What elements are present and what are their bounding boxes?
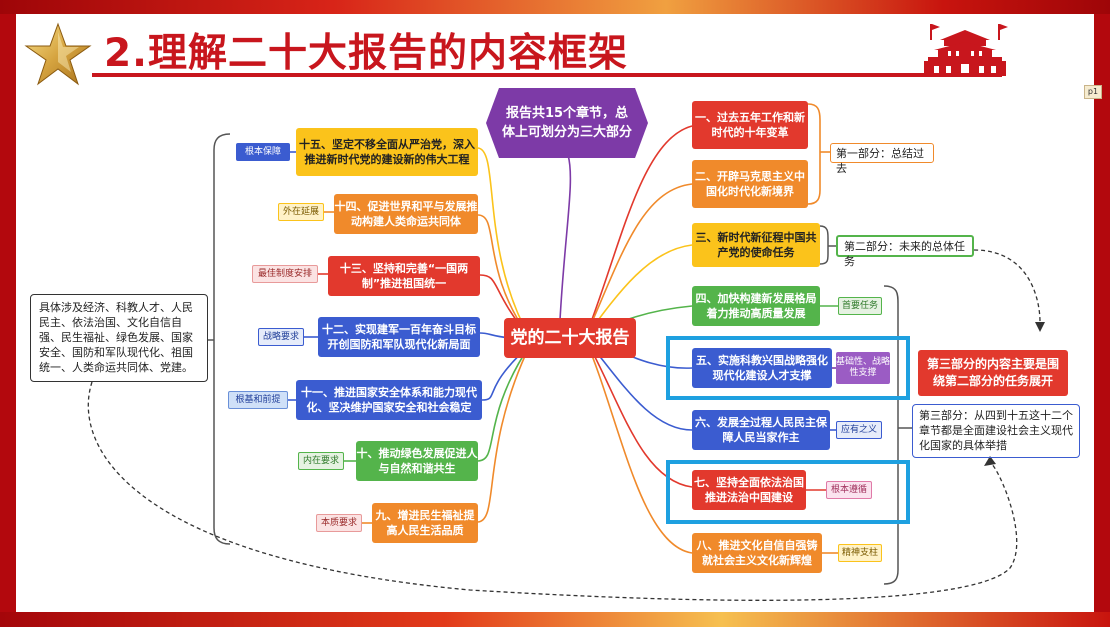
part-1-label: 第一部分：总结过去 xyxy=(830,143,934,175)
tag-4: 首要任务 xyxy=(838,297,882,315)
center-node: 党的二十大报告 xyxy=(504,318,636,358)
title-underline xyxy=(92,73,1002,77)
tag-7: 根本遵循 xyxy=(826,481,872,499)
tag-8: 精神支柱 xyxy=(838,544,882,562)
highlight-box-chapter-7 xyxy=(666,460,910,524)
top-frame-band xyxy=(0,0,1110,14)
chapter-1: 一、过去五年工作和新时代的十年变革 xyxy=(692,101,808,149)
tag-6: 应有之义 xyxy=(836,421,882,439)
tag-14: 外在延展 xyxy=(278,203,324,221)
tag-5: 基础性、战略性支撑 xyxy=(836,352,890,384)
chapter-10: 十、推动绿色发展促进人与自然和谐共生 xyxy=(356,441,478,481)
star-icon xyxy=(24,22,92,86)
chapter-15: 十五、坚定不移全面从严治党，深入推进新时代党的建设新的伟大工程 xyxy=(296,128,478,176)
chapter-6: 六、发展全过程人民民主保障人民当家作主 xyxy=(692,410,830,450)
part-3-main: 第三部分的内容主要是围绕第二部分的任务展开 xyxy=(918,350,1068,396)
chapter-2: 二、开辟马克思主义中国化时代化新境界 xyxy=(692,160,808,208)
tag-12: 战略要求 xyxy=(258,328,304,346)
tiananmen-icon xyxy=(924,24,1008,76)
tag-15: 根本保障 xyxy=(236,143,290,161)
chapter-7: 七、坚持全面依法治国推进法治中国建设 xyxy=(692,470,806,510)
chapter-8: 八、推进文化自信自强铸就社会主义文化新辉煌 xyxy=(692,533,822,573)
slide-title: 2.理解二十大报告的内容框架 xyxy=(104,31,628,76)
chapter-14: 十四、促进世界和平与发展推动构建人类命运共同体 xyxy=(334,194,478,234)
chapter-4: 四、加快构建新发展格局着力推动高质量发展 xyxy=(692,286,820,326)
part-2-label: 第二部分：未来的总体任务 xyxy=(836,235,974,268)
highlight-box-chapter-5 xyxy=(666,336,910,400)
tag-13: 最佳制度安排 xyxy=(252,265,318,283)
chapter-11: 十一、推进国家安全体系和能力现代化、坚决维护国家安全和社会稳定 xyxy=(296,380,482,420)
part-3-desc: 第三部分：从四到十五这十二个章节都是全面建设社会主义现代化国家的具体举措 xyxy=(912,404,1080,458)
overview-node: 报告共15个章节，总体上可划分为三大部分 xyxy=(486,88,648,158)
overview-text: 报告共15个章节，总体上可划分为三大部分 xyxy=(502,106,633,140)
tag-11: 根基和前提 xyxy=(228,391,288,409)
chapter-12: 十二、实现建军一百年奋斗目标开创国防和军队现代化新局面 xyxy=(318,317,480,357)
chapter-9: 九、增进民生福祉提高人民生活品质 xyxy=(372,503,478,543)
chapter-5: 五、实施科教兴国战略强化现代化建设人才支撑 xyxy=(692,348,832,388)
page-tag: p1 xyxy=(1084,85,1102,99)
tag-9: 本质要求 xyxy=(316,514,362,532)
chapter-13: 十三、坚持和完善“一国两制”推进祖国统一 xyxy=(328,256,480,296)
chapter-3: 三、新时代新征程中国共产党的使命任务 xyxy=(692,223,820,267)
bottom-frame-band xyxy=(0,612,1110,627)
tag-10: 内在要求 xyxy=(298,452,344,470)
left-note: 具体涉及经济、科教人才、人民民主、依法治国、文化自信自强、民生福祉、绿色发展、国… xyxy=(30,294,208,382)
